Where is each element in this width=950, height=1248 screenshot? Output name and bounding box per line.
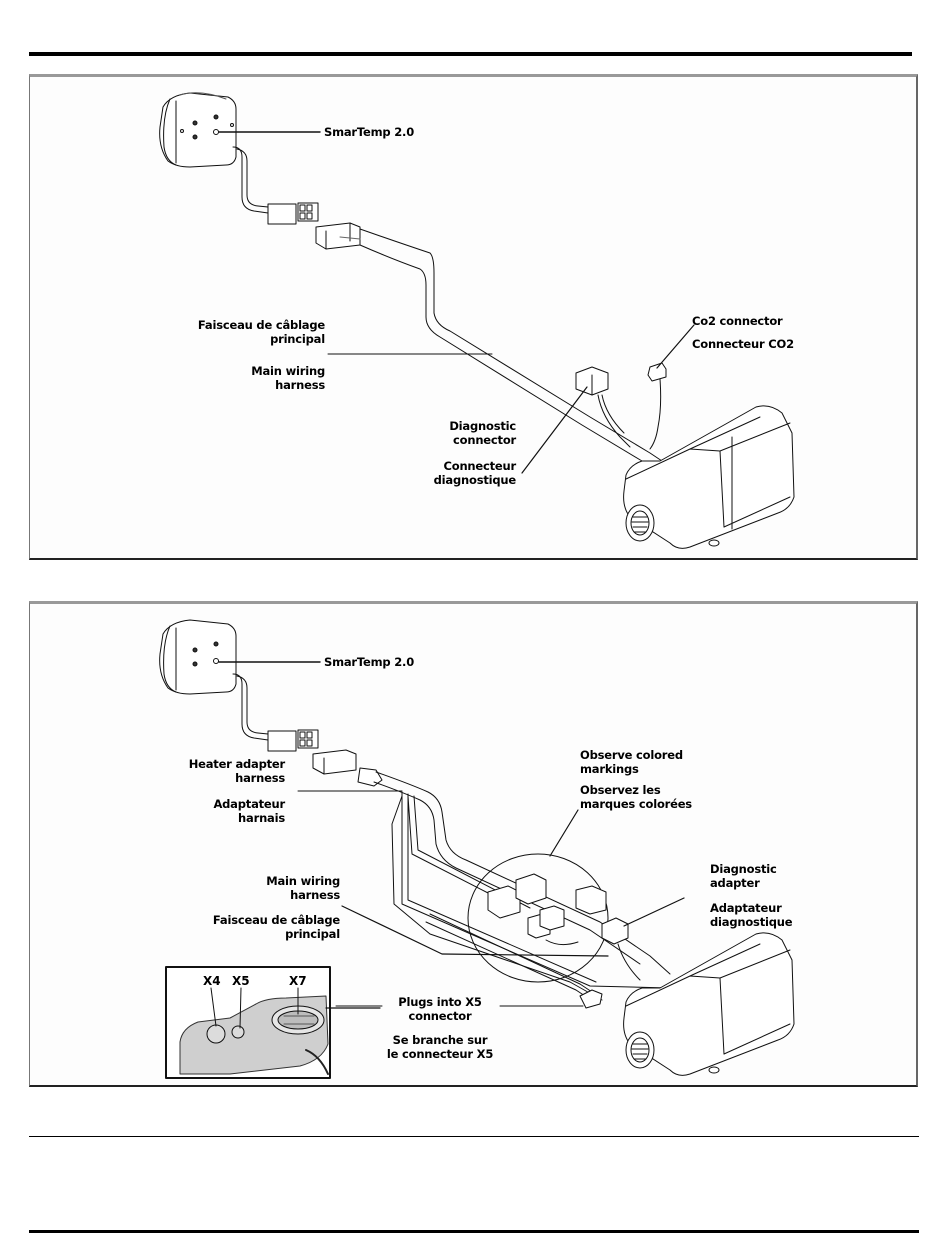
label-smartemp: SmarTemp 2.0: [324, 125, 415, 139]
harness-connector-icon: [315, 222, 361, 250]
label-observe-en: Observe colored markings: [580, 748, 683, 776]
label-adapter-en: Heater adapter harness: [188, 757, 286, 785]
label-co2-fr: Connecteur CO2: [692, 337, 794, 351]
label-harness-en: Main wiring harness: [266, 874, 340, 902]
label-harness-fr: Faisceau de câblage principal: [197, 318, 325, 346]
label-adapter-fr: Adaptateur harnais: [213, 797, 285, 825]
smartemp-controller-icon: [159, 92, 321, 168]
six-pin-plug-icon: [267, 202, 319, 225]
figure-2-drawing: [159, 619, 795, 1079]
inset-label-x7: X7: [289, 974, 307, 988]
co2-connector-icon: [647, 324, 695, 450]
label-diag-adapter-en: Diagnostic adapter: [710, 862, 777, 890]
smartemp-controller-icon: [159, 619, 321, 695]
header-rule: [29, 52, 912, 56]
label-diag-en: Diagnostic connector: [449, 419, 516, 447]
label-harness-fr: Faisceau de câblage principal: [212, 913, 340, 941]
figure-1-panel: SmarTemp 2.0 Faisceau de câblage princip…: [29, 74, 918, 560]
colored-markings-callout-icon: [467, 809, 609, 983]
footer-rule-thin: [29, 1136, 919, 1137]
six-pin-plug-icon: [267, 729, 319, 752]
adapter-connector-icon: [312, 749, 383, 787]
diagnostic-adapter-icon: [601, 897, 685, 981]
heater-unit-icon: [623, 405, 795, 549]
heater-unit-icon: [623, 932, 795, 1076]
inset-label-x5: X5: [232, 974, 250, 988]
label-co2-en: Co2 connector: [692, 314, 783, 328]
connector-inset-icon: [165, 966, 381, 1079]
figure-2-panel: SmarTemp 2.0 Heater adapter harness Adap…: [29, 601, 918, 1087]
inset-label-x4: X4: [203, 974, 221, 988]
x5-plug-icon: [579, 989, 603, 1009]
label-diag-adapter-fr: Adaptateur diagnostique: [710, 901, 793, 929]
footer-rule-thick: [29, 1230, 919, 1233]
label-plugs-fr: Se branche sur le connecteur X5: [386, 1033, 494, 1061]
label-observe-fr: Observez les marques colorées: [580, 783, 692, 811]
label-plugs-en: Plugs into X5 connector: [398, 995, 482, 1023]
label-diag-fr: Connecteur diagnostique: [433, 459, 517, 487]
diagnostic-connector-icon: [521, 366, 631, 474]
figure-1-drawing: [159, 92, 795, 549]
label-harness-en: Main wiring harness: [251, 364, 325, 392]
label-smartemp: SmarTemp 2.0: [324, 655, 415, 669]
